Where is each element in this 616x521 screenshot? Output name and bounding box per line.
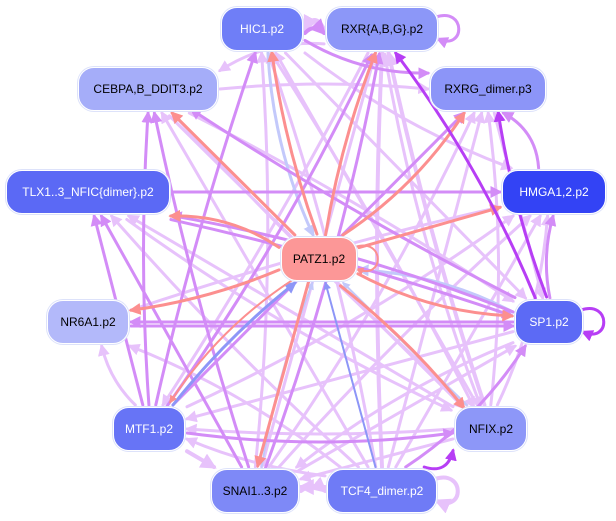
node-label: CEBPA,B_DDIT3.p2 xyxy=(93,82,203,96)
node-cebpa[interactable]: CEBPA,B_DDIT3.p2 xyxy=(78,67,218,111)
edge-mtf1-to-cebpa xyxy=(141,110,154,407)
node-mtf1[interactable]: MTF1.p2 xyxy=(113,407,185,451)
node-rxrg[interactable]: RXRG_dimer.p3 xyxy=(430,67,546,111)
edge-snai-to-hic1 xyxy=(253,50,270,469)
node-hmga[interactable]: HMGA1,2.p2 xyxy=(502,170,606,214)
edge-patz1-to-hmga xyxy=(357,204,503,250)
edge-mtf1-to-nr6a1 xyxy=(98,343,137,407)
edge-snai-to-cebpa xyxy=(150,110,251,469)
node-patz1[interactable]: PATZ1.p2 xyxy=(281,237,357,281)
node-label: PATZ1.p2 xyxy=(292,252,346,266)
edge-patz1-to-rxr xyxy=(324,50,378,237)
edge-sp1-to-cebpa xyxy=(189,108,517,300)
edge-tcf4-to-nr6a1 xyxy=(127,343,342,469)
edge-rxr-to-rxr xyxy=(434,14,461,49)
edge-snai-to-sp1 xyxy=(297,344,518,472)
edge-hic1-to-hmga xyxy=(303,51,514,171)
edge-sp1-to-rxr xyxy=(394,51,537,300)
edge-tcf4-to-hmga xyxy=(394,213,542,469)
edge-hic1-to-patz1 xyxy=(266,51,315,238)
edge-snai-to-rxrg xyxy=(267,110,476,469)
node-label: RXR{A,B,G}.p2 xyxy=(340,22,424,36)
edge-patz1-to-tlx xyxy=(168,209,281,249)
edge-mtf1-to-snai xyxy=(185,449,217,469)
edge-patz1-to-hic1 xyxy=(267,49,319,236)
edge-rxr-to-mtf1 xyxy=(161,51,370,408)
edge-cebpa-to-rxrg xyxy=(218,82,431,95)
node-tlx[interactable]: TLX1..3_NFIC{dimer}.p2 xyxy=(6,170,170,214)
node-sp1[interactable]: SP1.p2 xyxy=(515,300,583,344)
edge-hmga-to-rxrg xyxy=(501,111,541,170)
edge-mtf1-to-rxr xyxy=(164,52,373,409)
edge-hic1-to-rxr xyxy=(303,18,327,36)
node-rxr[interactable]: RXR{A,B,G}.p2 xyxy=(326,7,438,51)
edge-sp1-to-hmga xyxy=(544,213,557,300)
node-label: TCF4_dimer.p2 xyxy=(340,484,424,498)
edge-nfix-to-rxrg xyxy=(483,110,501,407)
node-snai[interactable]: SNAI1..3.p2 xyxy=(211,469,299,513)
node-label: HIC1.p2 xyxy=(239,22,285,36)
edge-mtf1-to-nfix xyxy=(185,428,456,444)
edge-patz1-to-patz1 xyxy=(354,244,379,276)
node-label: SNAI1..3.p2 xyxy=(222,484,288,498)
edge-patz1-to-sp1 xyxy=(356,272,515,322)
edge-patz1-to-snai xyxy=(254,280,311,469)
edge-tcf4-to-tcf4 xyxy=(433,475,460,514)
edge-sp1-to-snai xyxy=(294,341,515,469)
node-tcf4[interactable]: TCF4_dimer.p2 xyxy=(327,469,437,513)
edge-mtf1-to-patz1 xyxy=(171,281,297,407)
node-hic1[interactable]: HIC1.p2 xyxy=(221,7,303,51)
node-nr6a1[interactable]: NR6A1.p2 xyxy=(47,300,129,344)
edge-tcf4-to-cebpa xyxy=(160,110,370,469)
edge-tcf4-to-patz1 xyxy=(323,281,377,468)
node-label: HMGA1,2.p2 xyxy=(519,185,589,199)
edge-patz1-to-nfix xyxy=(338,284,466,410)
node-label: MTF1.p2 xyxy=(124,422,173,436)
node-label: NR6A1.p2 xyxy=(60,315,116,329)
edges-layer xyxy=(90,13,606,514)
edge-hic1-to-nfix xyxy=(270,53,476,410)
edge-sp1-to-sp1 xyxy=(579,307,606,342)
edge-patz1-to-nr6a1 xyxy=(128,268,281,315)
node-label: SP1.p2 xyxy=(529,315,569,329)
edge-snai-to-tlx xyxy=(99,213,244,469)
edge-patz1-to-cebpa xyxy=(170,111,297,237)
node-label: RXRG_dimer.p3 xyxy=(444,82,532,96)
edge-rxr-to-nfix xyxy=(383,52,483,409)
edge-nfix-to-tlx xyxy=(126,214,455,409)
edge-hic1-to-sp1 xyxy=(284,51,528,300)
node-label: NFIX.p2 xyxy=(468,422,513,436)
edge-patz1-to-mtf1 xyxy=(169,279,294,404)
edge-tcf4-to-nfix xyxy=(422,448,457,471)
node-label: TLX1..3_NFIC{dimer}.p2 xyxy=(22,185,154,199)
node-nfix[interactable]: NFIX.p2 xyxy=(455,407,527,451)
edge-patz1-to-rxrg xyxy=(341,110,466,237)
edge-nfix-to-rxr xyxy=(383,49,487,407)
